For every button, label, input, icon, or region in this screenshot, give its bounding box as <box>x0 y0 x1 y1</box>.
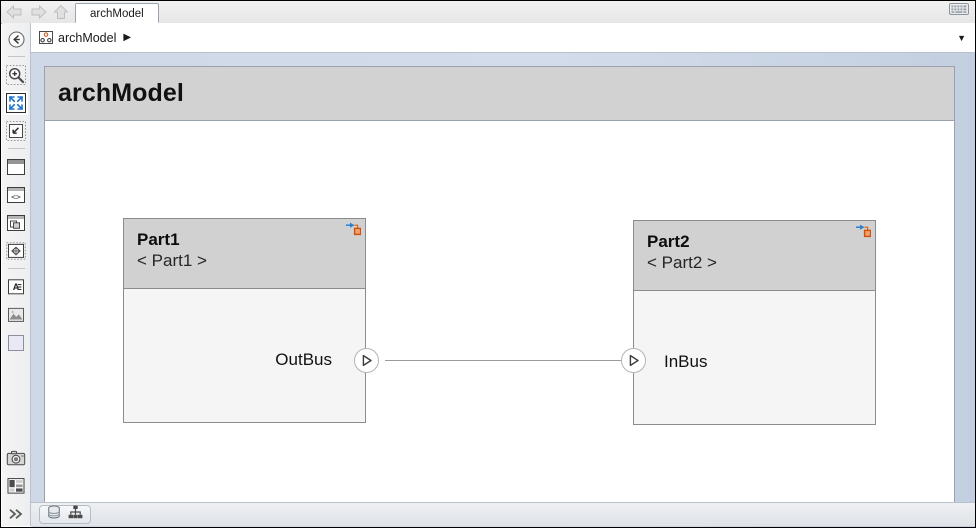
port-label-inbus: InBus <box>664 352 708 371</box>
diagram-paper[interactable]: archModel Part1 < Part1 > <box>44 66 955 511</box>
keyboard-icon[interactable] <box>949 2 969 20</box>
breadcrumb[interactable]: archModel ▶ <box>31 31 131 45</box>
editor-tabs: archModel <box>75 1 160 23</box>
diagram-title-bar: archModel <box>45 67 954 121</box>
zoom-to-region-icon[interactable] <box>4 119 28 143</box>
subsystem-icon[interactable] <box>4 211 28 235</box>
page-title: archModel <box>58 79 184 107</box>
annotation-text-icon[interactable]: A <box>4 275 28 299</box>
connection-line[interactable] <box>385 360 635 361</box>
fit-to-view-icon[interactable] <box>4 91 28 115</box>
chevron-down-icon[interactable]: ▼ <box>957 32 966 43</box>
image-annotation-icon[interactable] <box>4 303 28 327</box>
svg-text:A: A <box>13 282 20 292</box>
port-outbus[interactable] <box>354 348 379 373</box>
tab-strip: archModel <box>1 1 975 24</box>
block-part1-stereotype: < Part1 > <box>137 251 207 270</box>
camera-icon[interactable] <box>4 446 28 470</box>
model-data-icon[interactable] <box>47 505 61 524</box>
block-part2-header: Part2 < Part2 > <box>634 221 875 291</box>
block-part2-stereotype: < Part2 > <box>647 253 717 272</box>
navigate-back-icon[interactable] <box>4 27 28 51</box>
forward-arrow-icon[interactable] <box>28 4 48 20</box>
navigation-buttons <box>1 1 75 23</box>
chevron-right-icon[interactable]: ▶ <box>123 32 132 43</box>
diagram-canvas[interactable]: archModel Part1 < Part1 > <box>31 53 975 527</box>
breadcrumb-bar: archModel ▶ ▼ <box>31 23 975 53</box>
block-part1-name: Part1 <box>137 230 180 249</box>
port-inbus[interactable] <box>621 348 646 373</box>
zoom-in-icon[interactable] <box>4 63 28 87</box>
architecture-model-icon <box>39 31 53 44</box>
hierarchy-icon[interactable] <box>68 505 83 524</box>
back-arrow-icon[interactable] <box>5 4 25 20</box>
block-part1-header: Part1 < Part1 > <box>124 219 365 289</box>
model-block-icon[interactable] <box>4 155 28 179</box>
block-part1-body: OutBus <box>124 289 365 422</box>
block-part2[interactable]: Part2 < Part2 > InBus <box>633 220 876 425</box>
port-label-outbus: OutBus <box>275 350 332 369</box>
svg-text:<>: <> <box>11 192 21 201</box>
block-part1[interactable]: Part1 < Part1 > OutBus <box>123 218 366 423</box>
up-arrow-icon[interactable] <box>51 4 71 20</box>
layout-icon[interactable] <box>4 474 28 498</box>
area-icon[interactable] <box>4 331 28 355</box>
block-part2-body: InBus <box>634 291 875 424</box>
breadcrumb-path: archModel <box>58 30 117 45</box>
status-bar <box>31 502 975 526</box>
block-part2-name: Part2 <box>647 232 690 251</box>
left-toolbar: <> A <box>2 23 31 526</box>
toolbar-separator-1 <box>7 56 25 57</box>
component-port-badge-icon <box>345 222 362 236</box>
tab-archmodel[interactable]: archModel <box>75 3 159 23</box>
component-port-badge-icon <box>855 224 872 238</box>
toolbar-separator-2 <box>7 148 25 149</box>
code-block-icon[interactable]: <> <box>4 183 28 207</box>
more-chevrons-icon[interactable] <box>4 502 28 526</box>
state-chart-icon[interactable] <box>4 239 28 263</box>
status-icon-group <box>39 505 91 524</box>
toolbar-separator-3 <box>7 268 25 269</box>
